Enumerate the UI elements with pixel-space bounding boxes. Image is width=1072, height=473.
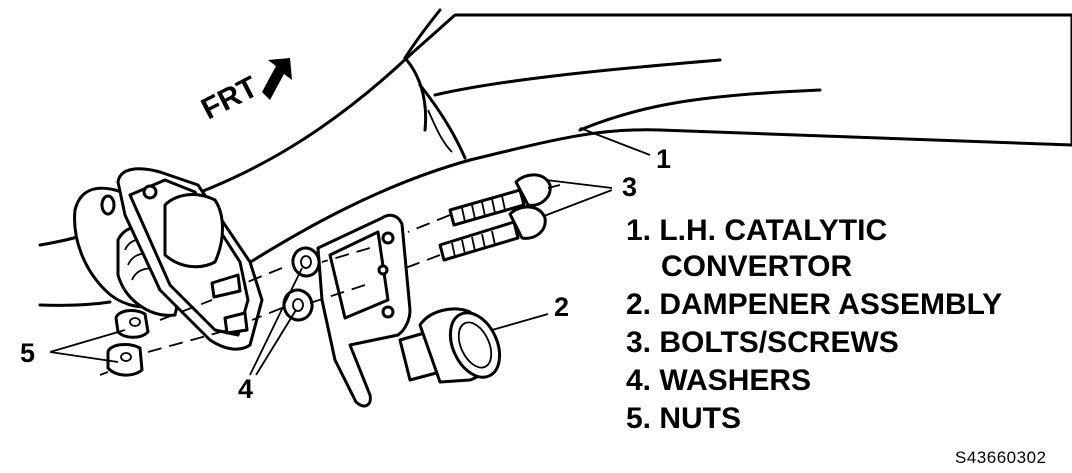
legend-item-1: 1. L.H. CATALYTIC: [626, 214, 887, 247]
frt-arrow-icon: [262, 58, 292, 100]
legend-item-3: 3. BOLTS/SCREWS: [626, 326, 899, 359]
nuts: [106, 309, 150, 377]
bolts: [438, 173, 552, 262]
callout-2: 2: [554, 292, 569, 322]
dampener-assembly: [316, 213, 502, 408]
callout-1: 1: [656, 144, 671, 174]
leader-lines: [49, 127, 651, 376]
parts-legend: 1. L.H. CATALYTIC CONVERTOR 2. DAMPENER …: [626, 214, 1002, 435]
flange-studs: [210, 273, 249, 335]
alignment-lines: [99, 184, 561, 376]
callout-5: 5: [20, 338, 35, 368]
figure-code: S43660302: [955, 448, 1046, 467]
front-direction-indicator: FRT: [196, 58, 292, 126]
catalytic-convertor: [163, 8, 1072, 277]
callout-3: 3: [622, 172, 637, 202]
legend-item-5: 5. NUTS: [626, 402, 741, 435]
legend-item-4: 4. WASHERS: [626, 364, 811, 397]
callout-4: 4: [238, 374, 253, 404]
legend-item-2: 2. DAMPENER ASSEMBLY: [626, 288, 1002, 321]
convertor-flange: [116, 167, 264, 351]
legend-item-1-cont: CONVERTOR: [661, 250, 852, 283]
frt-label: FRT: [196, 70, 263, 126]
callout-numbers: 1 3 2 4 5: [20, 144, 671, 404]
washers: [282, 246, 321, 322]
